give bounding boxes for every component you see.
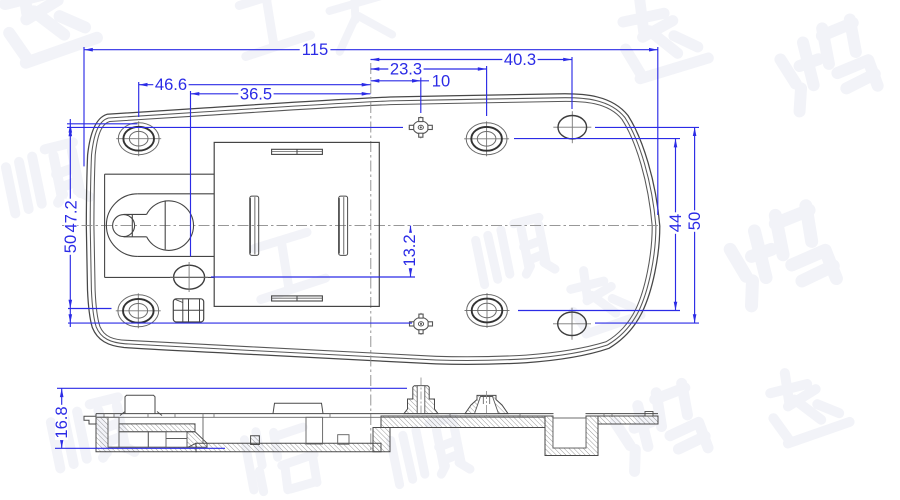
svg-text:115: 115 (302, 40, 328, 59)
svg-text:47.2: 47.2 (61, 200, 80, 232)
svg-text:44: 44 (666, 214, 685, 232)
svg-text:13.2: 13.2 (400, 234, 419, 266)
svg-text:40.3: 40.3 (504, 50, 536, 69)
svg-text:50: 50 (685, 212, 704, 230)
svg-text:16.8: 16.8 (52, 406, 71, 438)
svg-text:36.5: 36.5 (240, 84, 272, 103)
svg-text:10: 10 (432, 71, 450, 90)
svg-text:23.3: 23.3 (390, 60, 422, 79)
svg-text:46.6: 46.6 (155, 75, 187, 94)
svg-text:50: 50 (61, 235, 80, 253)
